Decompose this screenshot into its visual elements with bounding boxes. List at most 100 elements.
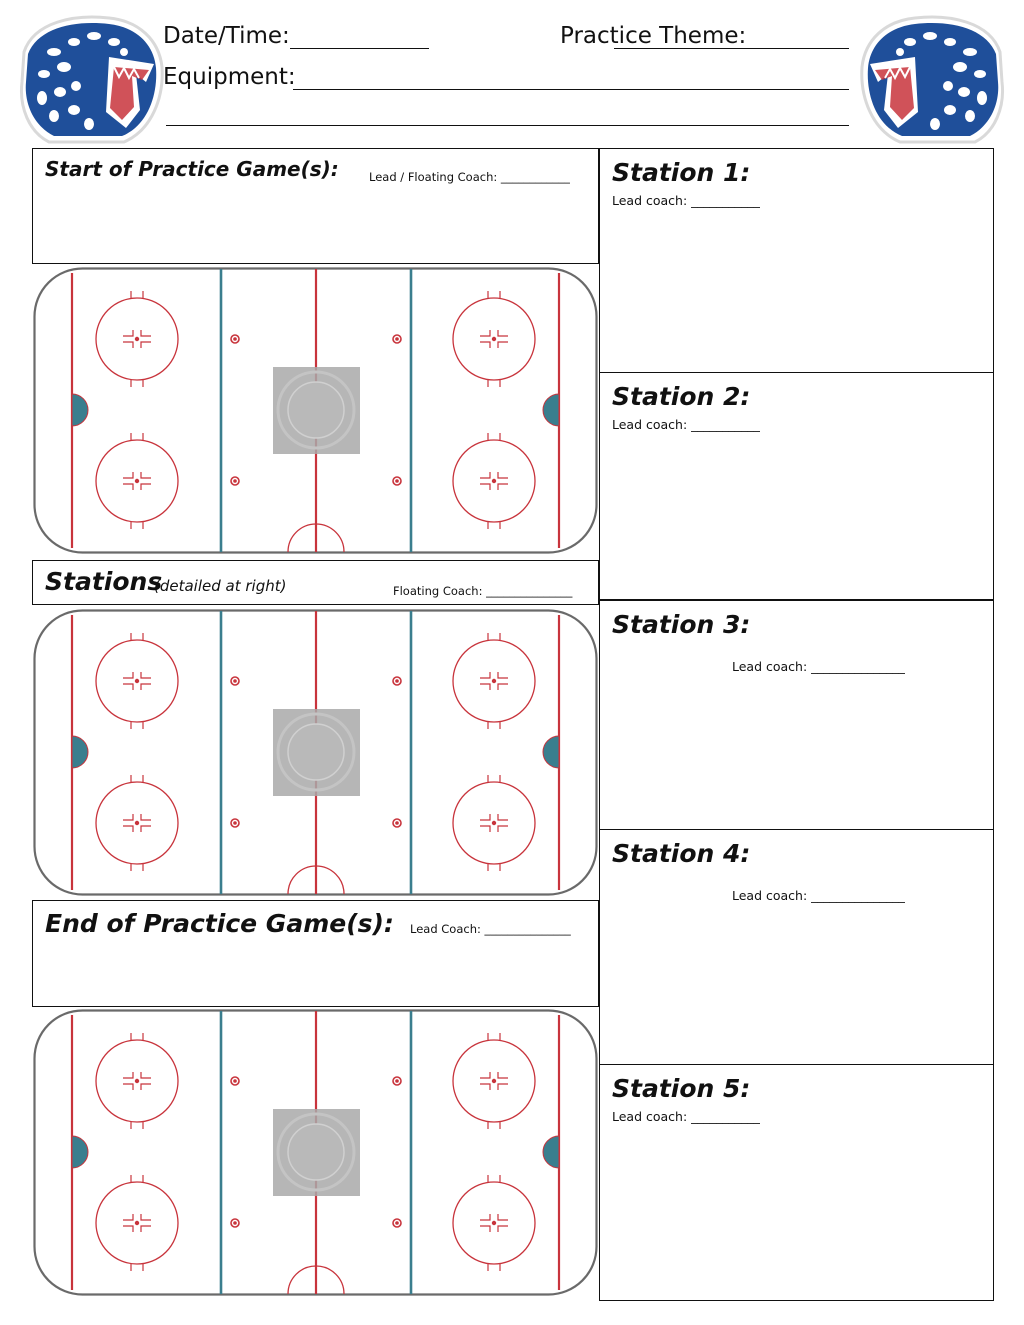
stations-subtitle: (detailed at right) (154, 577, 287, 595)
center-logo-ring (276, 370, 356, 450)
faceoff-circle (95, 639, 179, 723)
neutral-zone-dot-center (395, 337, 399, 341)
faceoff-circle (452, 1039, 536, 1123)
faceoff-circle (452, 1181, 536, 1265)
jaguar-logo-icon (19, 15, 164, 144)
practice-theme-label: Practice Theme: (560, 23, 747, 49)
end-game-coach-label: Lead Coach: _______________ (410, 922, 571, 936)
rink-diagram (33, 1009, 598, 1296)
faceoff-marks (480, 814, 508, 832)
station-1-coach-label: Lead coach: ___________ (612, 193, 760, 208)
start-game-coach-label: Lead / Floating Coach: ____________ (369, 170, 570, 184)
neutral-zone-dot-center (395, 479, 399, 483)
station-3-coach-label: Lead coach: _______________ (732, 659, 905, 674)
faceoff-marks (480, 672, 508, 690)
center-logo-inner (287, 381, 345, 439)
faceoff-dot (491, 478, 497, 484)
equipment-field-line-2[interactable] (166, 101, 849, 126)
center-logo-ring (276, 1112, 356, 1192)
station-2-box[interactable]: Station 2: Lead coach: ___________ (599, 372, 994, 600)
station-4-box[interactable]: Station 4: Lead coach: _______________ (599, 829, 994, 1066)
faceoff-marks (123, 1214, 151, 1232)
neutral-zone-dot-center (395, 1221, 399, 1225)
faceoff-circle (95, 297, 179, 381)
equipment-field[interactable] (293, 65, 849, 90)
station-3-title: Station 3: (612, 610, 751, 639)
faceoff-dot (491, 678, 497, 684)
neutral-zone-dot-center (233, 1221, 237, 1225)
rink-diagram (33, 267, 598, 554)
faceoff-dot (134, 1078, 140, 1084)
end-game-box[interactable]: End of Practice Game(s): Lead Coach: ___… (32, 900, 599, 1007)
faceoff-marks (123, 814, 151, 832)
referee-crease (287, 523, 345, 553)
station-5-box[interactable]: Station 5: Lead coach: ___________ (599, 1064, 994, 1301)
faceoff-circle (95, 1039, 179, 1123)
date-time-field[interactable] (290, 24, 429, 49)
neutral-zone-dot-center (233, 479, 237, 483)
neutral-zone-dot-center (395, 821, 399, 825)
equipment-label: Equipment: (163, 64, 296, 90)
faceoff-dot (491, 336, 497, 342)
goal-crease (71, 1135, 89, 1169)
referee-crease (287, 1265, 345, 1295)
station-3-box[interactable]: Station 3: Lead coach: _______________ (599, 600, 994, 831)
station-5-coach-label: Lead coach: ___________ (612, 1109, 760, 1124)
goal-crease (71, 393, 89, 427)
goal-crease (542, 1135, 560, 1169)
faceoff-dot (134, 678, 140, 684)
left-logo (14, 12, 164, 144)
faceoff-marks (123, 330, 151, 348)
station-1-box[interactable]: Station 1: Lead coach: ___________ (599, 148, 994, 374)
faceoff-dot (491, 1078, 497, 1084)
faceoff-dot (134, 1220, 140, 1226)
stations-title: Stations (45, 567, 163, 596)
faceoff-circle (95, 1181, 179, 1265)
goal-crease (542, 735, 560, 769)
faceoff-dot (134, 336, 140, 342)
faceoff-circle (452, 439, 536, 523)
goal-crease (542, 393, 560, 427)
station-4-coach-label: Lead coach: _______________ (732, 888, 905, 903)
station-1-title: Station 1: (612, 158, 751, 187)
rink-diagram (33, 609, 598, 896)
faceoff-circle (452, 297, 536, 381)
neutral-zone-dot-center (233, 337, 237, 341)
jaguar-logo-icon (860, 15, 1005, 144)
neutral-zone-dot-center (233, 679, 237, 683)
faceoff-dot (134, 478, 140, 484)
station-2-coach-label: Lead coach: ___________ (612, 417, 760, 432)
neutral-zone-dot-center (395, 679, 399, 683)
station-2-title: Station 2: (612, 382, 751, 411)
neutral-zone-dot-center (395, 1079, 399, 1083)
practice-theme-field[interactable] (614, 24, 849, 49)
center-logo-inner (287, 1123, 345, 1181)
faceoff-marks (480, 1214, 508, 1232)
faceoff-circle (452, 639, 536, 723)
neutral-zone-dot-center (233, 821, 237, 825)
faceoff-marks (123, 672, 151, 690)
start-game-box[interactable]: Start of Practice Game(s): Lead / Floati… (32, 148, 599, 264)
faceoff-marks (480, 330, 508, 348)
faceoff-dot (134, 820, 140, 826)
date-time-label: Date/Time: (163, 23, 290, 49)
stations-floating-coach-label: Floating Coach: _______________ (393, 584, 573, 598)
start-game-title: Start of Practice Game(s): (45, 157, 339, 181)
center-logo-ring (276, 712, 356, 792)
center-logo-inner (287, 723, 345, 781)
station-5-title: Station 5: (612, 1074, 751, 1103)
station-4-title: Station 4: (612, 839, 751, 868)
faceoff-circle (452, 781, 536, 865)
faceoff-marks (123, 472, 151, 490)
faceoff-dot (491, 820, 497, 826)
end-game-title: End of Practice Game(s): (45, 909, 394, 938)
right-logo (850, 12, 1010, 144)
neutral-zone-dot-center (233, 1079, 237, 1083)
faceoff-marks (480, 472, 508, 490)
faceoff-circle (95, 439, 179, 523)
stations-section-bar: Stations (detailed at right) Floating Co… (32, 560, 599, 605)
faceoff-dot (491, 1220, 497, 1226)
faceoff-marks (480, 1072, 508, 1090)
goal-crease (71, 735, 89, 769)
faceoff-circle (95, 781, 179, 865)
